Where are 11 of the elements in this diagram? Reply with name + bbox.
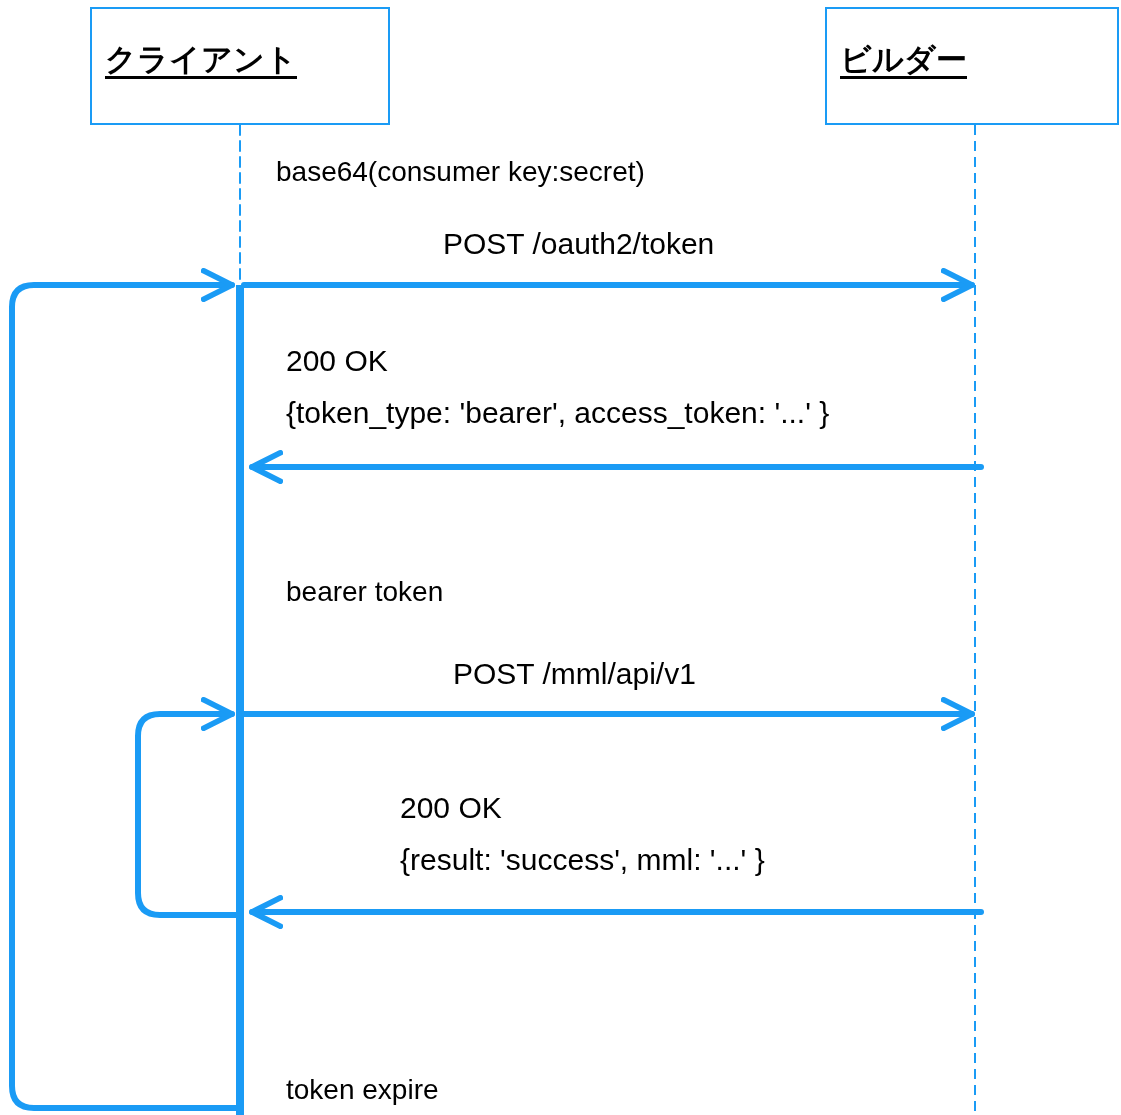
participant-name: クライアント <box>105 40 297 79</box>
message-arrow <box>241 697 975 731</box>
loop-arrow <box>135 697 239 918</box>
loop-arrow <box>9 268 239 1111</box>
participant-name: ビルダー <box>840 40 967 79</box>
message-arrow <box>249 895 984 929</box>
message-arrow <box>241 268 975 302</box>
message-arrow <box>249 450 984 484</box>
activation-bar <box>236 285 244 1115</box>
lifeline-header-box <box>825 7 1119 125</box>
lifeline-header-box <box>90 7 390 125</box>
